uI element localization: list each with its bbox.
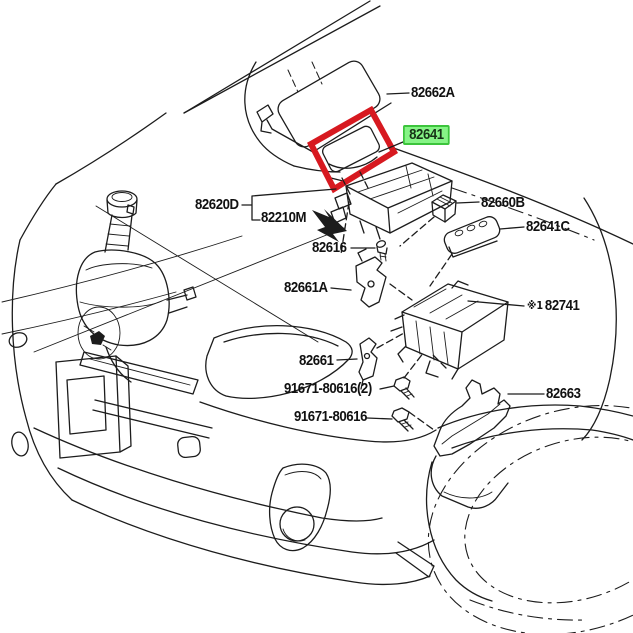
part-label-82663[interactable]: 82663 bbox=[546, 386, 581, 402]
part-82641c-cover bbox=[443, 216, 501, 258]
part-label-82660B[interactable]: 82660B bbox=[481, 195, 525, 211]
part-82661a-bracket bbox=[355, 248, 387, 308]
part-number-text: 82210M bbox=[261, 209, 307, 226]
part-number-text: 91671-80616 bbox=[294, 408, 367, 425]
washer-reservoir bbox=[75, 190, 197, 383]
part-number-text: 82663 bbox=[546, 385, 581, 402]
highlight-callout-box bbox=[307, 105, 398, 194]
note-marker: ※1 bbox=[527, 299, 544, 312]
part-number-text: 82662A bbox=[411, 84, 455, 101]
part-number-text: 82641C bbox=[526, 218, 570, 235]
part-82663-cover bbox=[430, 379, 511, 509]
part-number-text: 82620D bbox=[195, 196, 239, 213]
part-82660b-relay bbox=[431, 194, 457, 223]
assembly-dash-lines bbox=[340, 171, 453, 431]
part-junction-block bbox=[330, 162, 453, 240]
part-label-82620D[interactable]: 82620D bbox=[195, 197, 239, 213]
part-82741-fuse-block bbox=[390, 280, 509, 380]
part-label-82661A[interactable]: 82661A bbox=[284, 280, 328, 296]
part-label-82210M[interactable]: 82210M bbox=[261, 209, 307, 226]
part-label-91671-80616-2[interactable]: 91671-80616(2) bbox=[284, 381, 372, 397]
part-number-text: 91671-80616(2) bbox=[284, 380, 372, 397]
part-label-82662A[interactable]: 82662A bbox=[411, 85, 455, 101]
part-number-text: 82661A bbox=[284, 279, 328, 296]
part-label-82616[interactable]: 82616 bbox=[312, 240, 347, 256]
part-number-text: 82741 bbox=[544, 297, 580, 314]
part-bolt-91671-lower bbox=[391, 407, 414, 432]
part-number-text: 82661 bbox=[299, 352, 334, 369]
part-label-82661[interactable]: 82661 bbox=[299, 353, 334, 369]
part-number-text: 82641 bbox=[409, 126, 444, 143]
part-number-text: 82616 bbox=[312, 239, 347, 256]
locator-arrow-82210m bbox=[312, 209, 347, 242]
part-label-91671-80616[interactable]: 91671-80616 bbox=[294, 409, 367, 425]
part-label-82641[interactable]: 82641 bbox=[403, 125, 450, 145]
part-82661-bracket bbox=[358, 337, 378, 390]
part-label-82641C[interactable]: 82641C bbox=[526, 219, 570, 235]
part-number-text: 82660B bbox=[481, 194, 525, 211]
leader-lines bbox=[241, 92, 545, 420]
part-82616-screw bbox=[375, 240, 388, 262]
